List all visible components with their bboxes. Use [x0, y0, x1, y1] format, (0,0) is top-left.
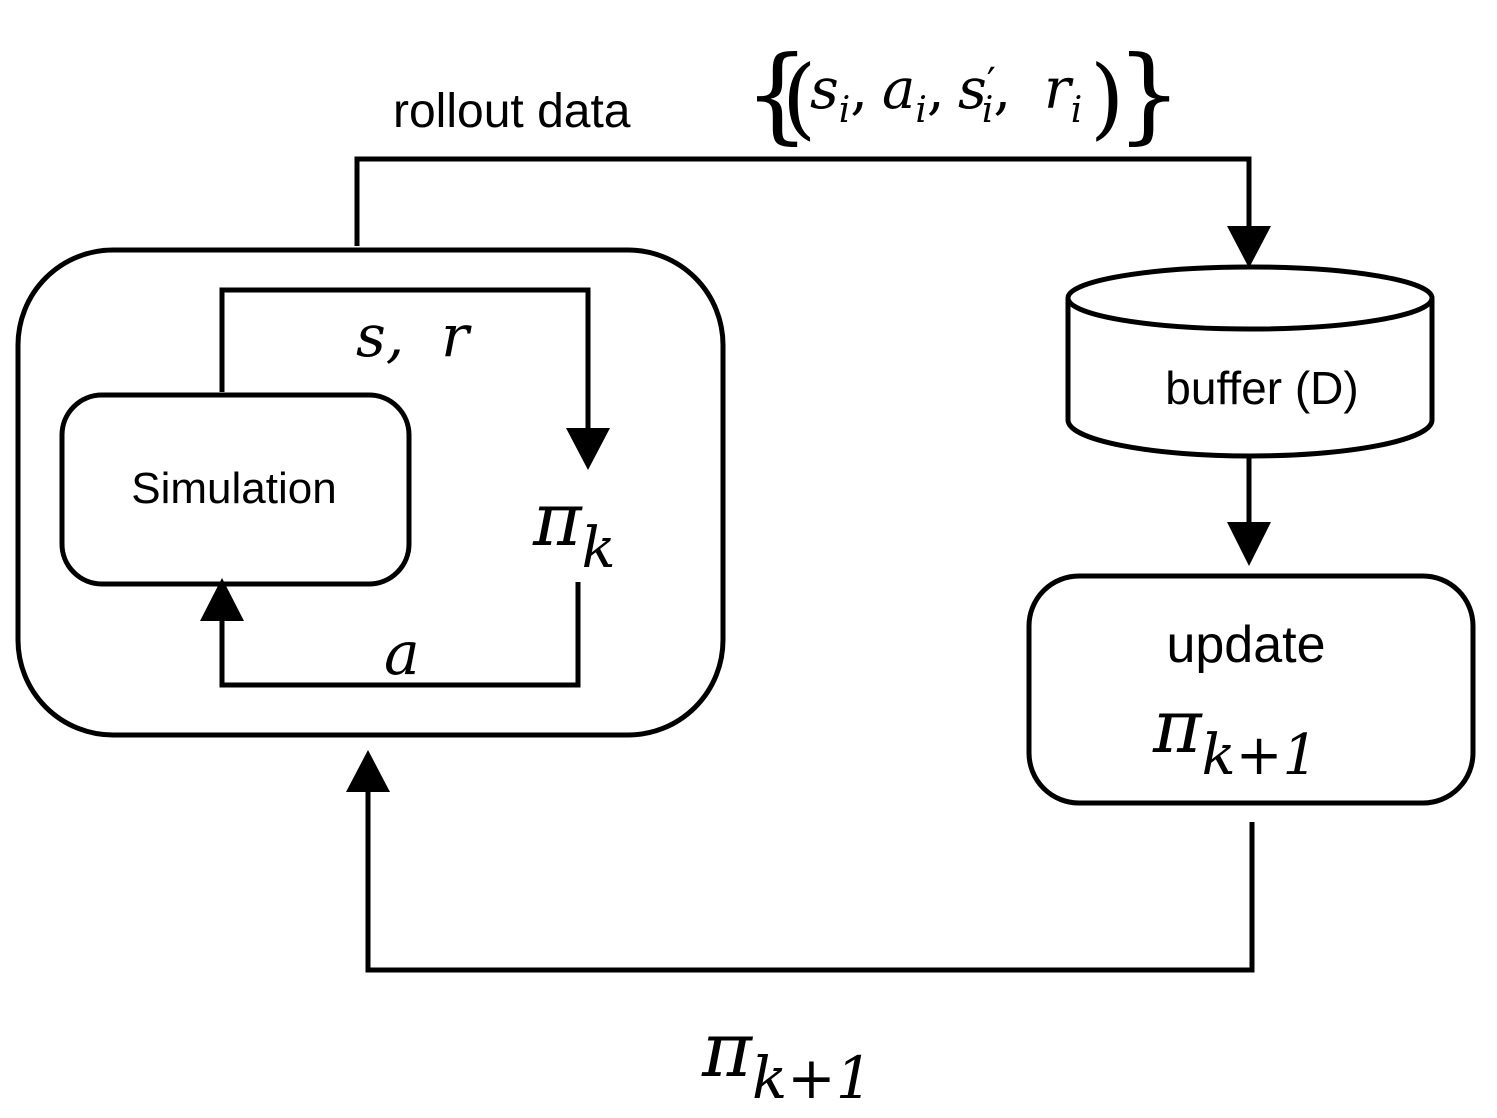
tuple-s-term: si, [810, 57, 868, 131]
tuple-close-paren: ) [1090, 46, 1124, 149]
state-reward-label: s, r [356, 302, 472, 370]
tuple-sprime-term: s′i, [958, 57, 1011, 131]
tuple-sprime-sub: i [982, 90, 994, 131]
buffer-top [1065, 264, 1435, 332]
tuple-a-term: ai, [882, 57, 945, 131]
feedback-policy-label: πk+1 [701, 1005, 873, 1112]
rollout-data-label: rollout data [393, 85, 631, 138]
simulation-label: Simulation [131, 464, 336, 513]
tuple-sprime-symbol: s [958, 57, 987, 122]
tuple-open-brace: { [744, 33, 810, 155]
state-reward-arrowhead [566, 428, 610, 470]
state-reward-connector [219, 287, 591, 435]
tuple-open-paren: ( [782, 46, 816, 149]
tuple-r-sub: i [1071, 90, 1083, 131]
policy-k-symbol: π [532, 477, 583, 563]
buffer-cylinder [1065, 264, 1435, 459]
tuple-r-symbol: r [1044, 57, 1074, 122]
buffer-to-update-arrowhead [1227, 522, 1271, 566]
simulation-box [59, 392, 412, 587]
action-connector [219, 582, 581, 688]
feedback-arrowhead [346, 750, 390, 792]
update-policy-symbol: π [1152, 684, 1203, 770]
feedback-connector [365, 790, 1255, 973]
tuple-comma-1: , [850, 57, 868, 122]
tuple-a-symbol: a [882, 57, 915, 122]
tuple-s-sub: i [839, 90, 851, 131]
update-policy-label: πk+1 [1152, 684, 1318, 788]
rollout-arrowhead [1227, 226, 1271, 268]
update-label: update [1166, 616, 1325, 674]
policy-k-subscript: k [582, 516, 616, 581]
agent-container [15, 247, 726, 738]
rollout-tuple: { ( si, ai, s′i, ri ) } [744, 33, 1182, 155]
policy-k-label: πk [532, 477, 616, 581]
tuple-a-sub: i [915, 90, 927, 131]
tuple-comma-3: , [993, 57, 1011, 122]
feedback-policy-symbol: π [701, 1005, 754, 1094]
update-policy-subscript: k+1 [1202, 723, 1318, 788]
action-arrowhead [200, 578, 244, 621]
rollout-connector [354, 156, 1252, 246]
feedback-policy-subscript: k+1 [752, 1044, 873, 1112]
tuple-comma-2: , [927, 57, 945, 122]
buffer-body [1065, 298, 1435, 459]
update-box [1026, 573, 1476, 806]
action-label: a [384, 619, 420, 689]
buffer-label: buffer (D) [1165, 362, 1358, 414]
tuple-s-symbol: s [810, 57, 839, 122]
tuple-prime: ′ [987, 60, 996, 106]
tuple-r-term: ri [1044, 57, 1082, 131]
tuple-close-brace: } [1116, 33, 1182, 155]
